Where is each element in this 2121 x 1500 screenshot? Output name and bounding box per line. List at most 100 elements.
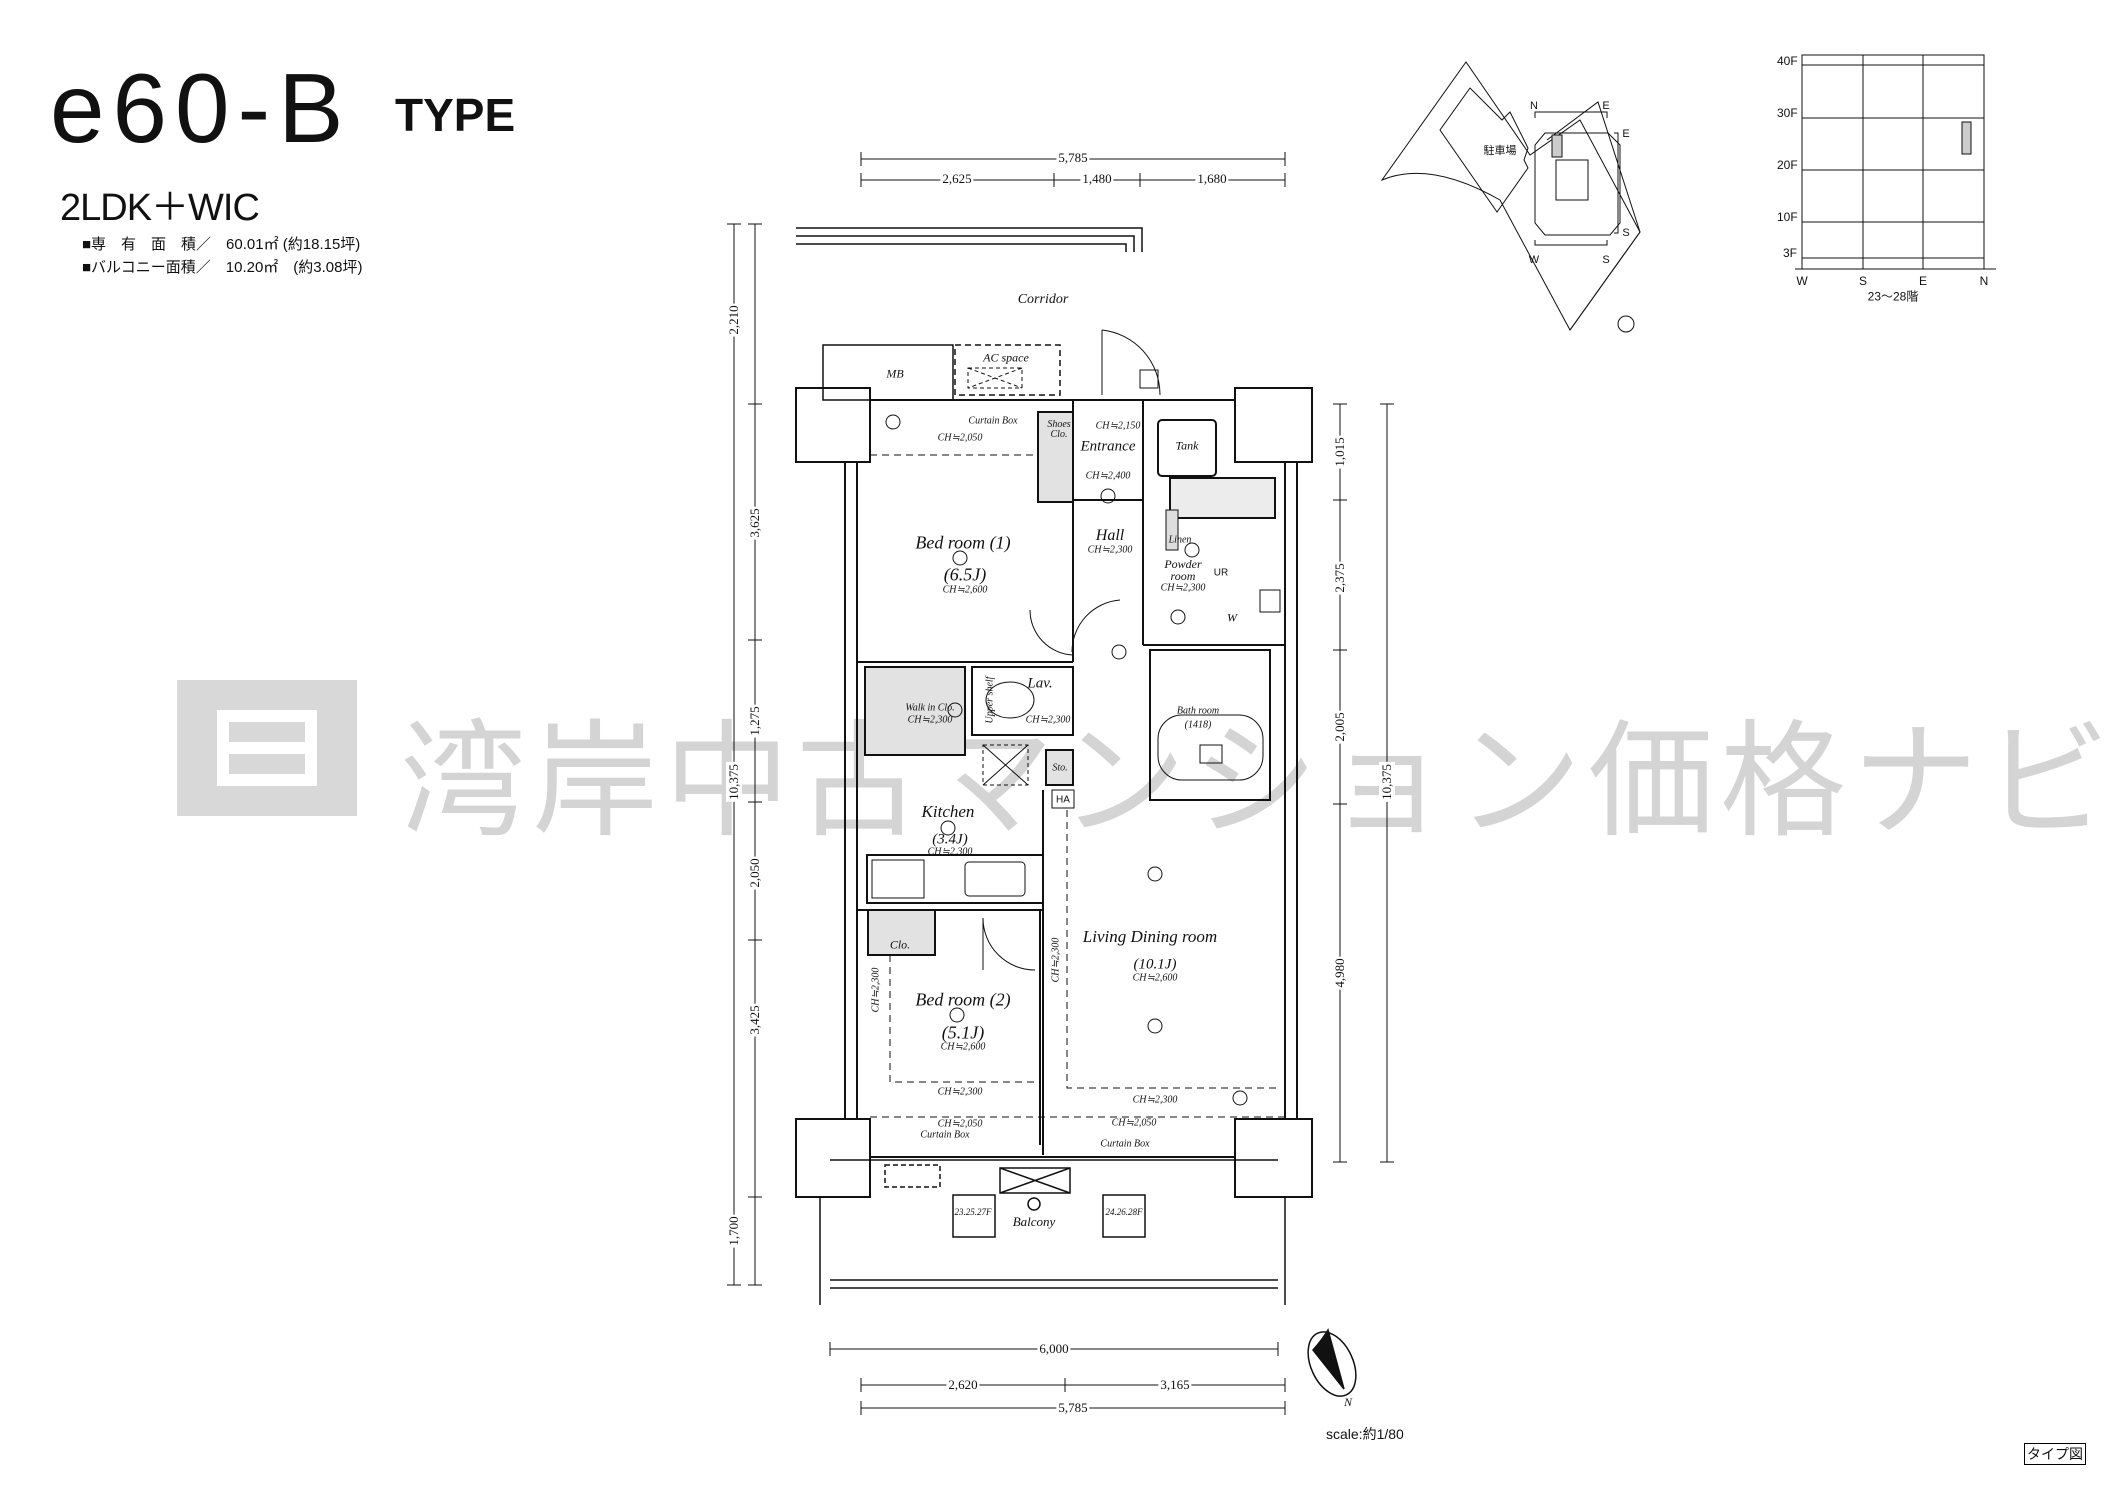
floor-label: 40F: [1777, 54, 1798, 68]
bedroom2-ch-cb: CH≒2,050: [937, 1118, 983, 1130]
key-plan-w: W: [1528, 254, 1540, 266]
floor-chart: [1795, 54, 1996, 270]
dim-bottom-part: 2,620: [946, 1377, 980, 1393]
dim-right-part: 2,005: [1332, 710, 1348, 744]
ceiling-lines: [870, 454, 1285, 1118]
ha-label: HA: [1056, 794, 1070, 806]
bed1-top-ch: CH≒2,050: [937, 432, 983, 444]
hall-ch: CH≒2,300: [1087, 544, 1133, 556]
dim-left-part: 1,275: [747, 704, 763, 738]
dim-bottom-total: 5,785: [1056, 1400, 1090, 1416]
bedroom1-label: Bed room (1): [915, 532, 1011, 553]
floor-label: 10F: [1777, 210, 1798, 224]
page-title: e60-B: [50, 53, 352, 163]
living-dining-ch: CH≒2,600: [1132, 972, 1178, 984]
living-dining-label: Living Dining room: [1082, 927, 1218, 946]
corridor-edge: [796, 227, 1143, 252]
kitchen-ch: CH≒2,300: [927, 846, 973, 858]
key-plan-parking: 駐車場: [1483, 145, 1517, 157]
storage-label: Sto.: [1052, 762, 1068, 774]
bedroom1-size: (6.5J): [943, 564, 987, 585]
compass-n-label: N: [1344, 1395, 1353, 1409]
bedroom1-ch: CH≒2,600: [942, 584, 988, 596]
lav-ch: CH≒2,300: [1025, 714, 1071, 726]
key-plan-e: E: [1602, 100, 1610, 112]
closet-side-ch: CH≒2,300: [870, 967, 882, 1013]
exclusive-area: ■専 有 面 積／ 60.01㎡ (約18.15坪): [82, 236, 361, 253]
balcony-outline: [819, 1159, 1286, 1305]
upper-shelf-label: Upper shelf: [984, 676, 996, 724]
powder-room-label: Powder room: [1164, 557, 1202, 583]
ur-label: UR: [1213, 567, 1229, 579]
mb-label: MB: [886, 366, 904, 381]
dim-top-total: 5,785: [1056, 150, 1090, 166]
balcony-area: ■バルコニー面積／ 10.20㎡ (約3.08坪): [82, 259, 363, 276]
hall-label: Hall: [1095, 527, 1125, 544]
floor-label: 20F: [1777, 158, 1798, 172]
dim-left-part: 3,425: [747, 1003, 763, 1037]
entrance-ch: CH≒2,150: [1095, 420, 1141, 432]
bedroom2-label: Bed room (2): [915, 989, 1011, 1010]
curtain-box-label-3: Curtain Box: [1100, 1138, 1150, 1150]
floor-label: 3F: [1783, 246, 1798, 260]
key-plan-e2: E: [1622, 128, 1630, 140]
interior-walls: [857, 400, 1285, 1155]
entrance-ch2: CH≒2,400: [1085, 470, 1131, 482]
key-plan: [1380, 61, 1641, 333]
dim-top-part: 2,625: [940, 171, 974, 187]
curtain-box-label-2: Curtain Box: [920, 1129, 970, 1141]
living-dining-ch-cb: CH≒2,050: [1111, 1117, 1157, 1129]
dim-right-part: 4,980: [1332, 956, 1348, 990]
wic-ch: CH≒2,300: [907, 714, 953, 726]
light-fixtures: [885, 414, 1248, 1106]
dim-left-total: 10,375: [726, 762, 742, 802]
bathroom-label: Bath room: [1176, 705, 1220, 717]
dim-left-part: 2,210: [726, 303, 742, 337]
type-label: TYPE: [395, 89, 516, 141]
dim-top-part: 1,480: [1080, 171, 1114, 187]
side-label: W: [1796, 274, 1808, 288]
dim-right-part: 1,015: [1332, 435, 1348, 469]
outdoor-unit-floors-b: 24.26.28F: [1105, 1207, 1143, 1217]
watermark-text: 湾岸中古マンション価格ナビ: [400, 708, 2116, 855]
living-dining-size: (10.1J): [1133, 956, 1177, 973]
compass-icon: [1307, 1328, 1357, 1397]
tank-label: Tank: [1175, 438, 1199, 453]
mb-box: [822, 344, 954, 401]
ldk-side-ch: CH≒2,300: [1050, 937, 1062, 983]
bedroom2-size: (5.1J): [941, 1022, 985, 1043]
outdoor-unit-floors-a: 23.25.27F: [954, 1207, 992, 1217]
exterior-walls: [844, 399, 1298, 1158]
key-plan-s2: S: [1602, 254, 1610, 266]
dim-left-part: 1,700: [726, 1214, 742, 1248]
floor-highlight: [1961, 121, 1972, 155]
shoes-closet-label: Shoes Clo.: [1047, 419, 1071, 440]
closet-label: Clo.: [889, 937, 911, 952]
dim-top-part: 1,680: [1195, 171, 1229, 187]
type-diagram-tag: タイプ図: [2024, 1443, 2086, 1465]
linen-label: Linen: [1168, 534, 1192, 546]
powder-room-ch: CH≒2,300: [1160, 582, 1206, 594]
dim-right-total: 10,375: [1379, 762, 1395, 802]
dim-left-part: 3,625: [747, 506, 763, 540]
key-plan-n: N: [1530, 100, 1538, 112]
washer-label: W: [1227, 610, 1237, 625]
kitchen-size: (3.4J): [932, 831, 968, 848]
structural-columns: [795, 387, 1313, 1198]
side-label: S: [1858, 274, 1868, 288]
entrance-label: Entrance: [1080, 438, 1136, 455]
bedroom2-ch: CH≒2,600: [940, 1041, 986, 1053]
side-label: N: [1979, 274, 1989, 288]
living-dining-ch-low: CH≒2,300: [1132, 1094, 1178, 1106]
ac-space-label: AC space: [983, 350, 1029, 365]
layout-label: 2LDK＋WIC: [60, 187, 260, 229]
dim-left-part: 2,050: [747, 856, 763, 890]
curtain-box-label: Curtain Box: [968, 415, 1018, 427]
kitchen-label: Kitchen: [921, 802, 975, 821]
bathroom-size: (1418): [1184, 719, 1212, 731]
corridor-label: Corridor: [1017, 292, 1069, 307]
ac-space-box: [954, 344, 1061, 396]
side-label: E: [1918, 274, 1928, 288]
watermark-logo: [177, 680, 357, 816]
